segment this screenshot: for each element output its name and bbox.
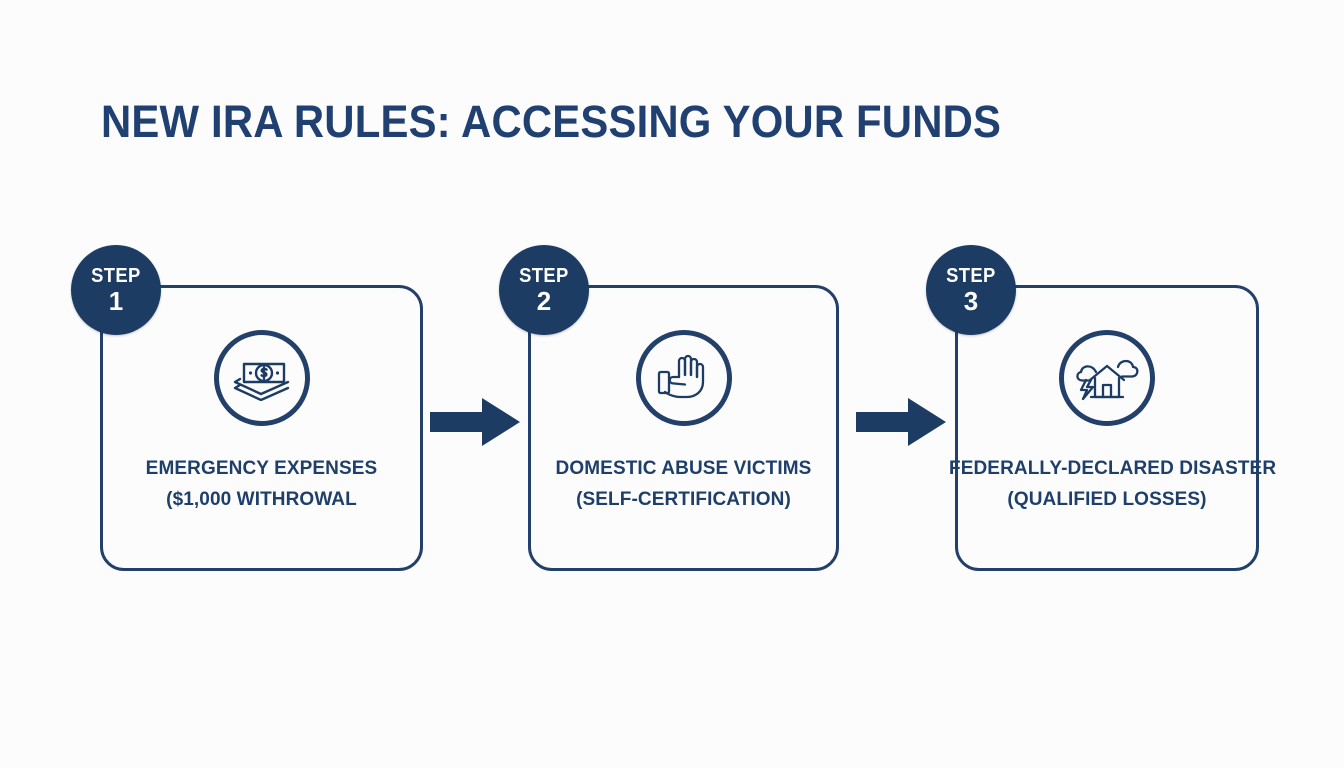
open-hand-icon (635, 330, 732, 426)
card-outline-3 (955, 285, 1259, 571)
card-label-2-line1: DOMESTIC ABUSE VICTIMS (555, 458, 812, 479)
step-card-3: FEDERALLY-DECLARED DISASTER (QUALIFIED L… (926, 245, 1276, 571)
arrow-step1-to-step2-icon (430, 398, 520, 446)
card-label-1-line2: ($1,000 WITHROWAL (166, 489, 357, 510)
money-stack-icon (213, 330, 310, 426)
step-badge-1: STEP 1 (71, 245, 161, 335)
arrow-step2-to-step3-icon (856, 398, 946, 446)
step-badge-2-word: STEP (519, 265, 569, 287)
card-label-3-line2: (QUALIFIED LOSSES) (1007, 489, 1207, 510)
step-badge-3-word: STEP (946, 265, 996, 287)
card-label-1: EMERGENCY EXPENSES ($1,000 WITHROWAL (94, 453, 429, 515)
card-outline-1 (100, 285, 423, 571)
storm-house-icon (1059, 330, 1155, 426)
card-label-3-line1: FEDERALLY-DECLARED DISASTER (949, 458, 1277, 479)
card-outline-2 (528, 285, 839, 571)
step-badge-3-number: 3 (963, 286, 979, 316)
card-label-2: DOMESTIC ABUSE VICTIMS (SELF-CERTIFICATI… (522, 453, 845, 515)
step-badge-2-number: 2 (536, 286, 552, 316)
card-label-1-line1: EMERGENCY EXPENSES (145, 458, 378, 479)
card-label-2-line2: (SELF-CERTIFICATION) (576, 489, 791, 510)
step-card-2: DOMESTIC ABUSE VICTIMS (SELF-CERTIFICATI… (499, 245, 839, 571)
page-title: NEW IRA RULES: ACCESSING YOUR FUNDS (101, 96, 1002, 147)
step-badge-3: STEP 3 (926, 245, 1016, 335)
step-badge-1-word: STEP (91, 265, 141, 287)
step-badge-1-number: 1 (108, 286, 124, 316)
step-card-1: EMERGENCY EXPENSES ($1,000 WITHROWAL STE… (71, 245, 423, 571)
step-badge-2: STEP 2 (499, 245, 589, 335)
card-label-3: FEDERALLY-DECLARED DISASTER (QUALIFIED L… (949, 453, 1276, 515)
